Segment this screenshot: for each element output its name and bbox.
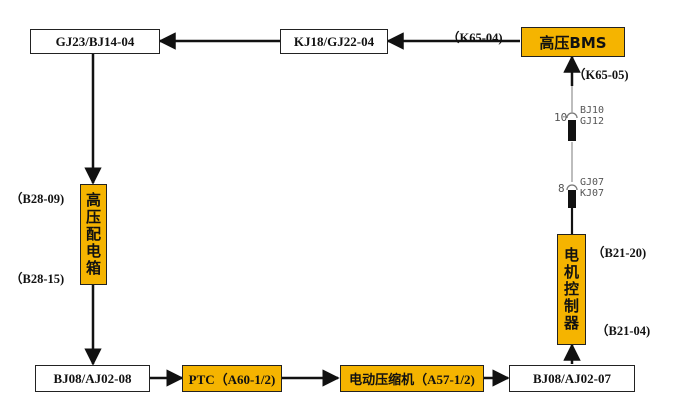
label-b28-15: （B28-15) bbox=[10, 272, 65, 286]
label-k65-04: （K65-04) bbox=[447, 31, 503, 45]
connector-lower-body bbox=[568, 190, 576, 208]
node-electric-compressor: 电动压缩机（A57-1/2) bbox=[340, 365, 484, 392]
connector-lower-top-label: GJ07 bbox=[580, 177, 605, 188]
connector-lower-bottom-label: KJ07 bbox=[580, 188, 605, 199]
node-motor-controller: 电机控制器 bbox=[557, 234, 586, 345]
connector-upper-bottom-label: GJ12 bbox=[580, 116, 605, 127]
node-hv-distribution-box: 高压配电箱 bbox=[80, 184, 107, 285]
connector-lower-pin: 8 bbox=[558, 182, 565, 195]
node-hv-bms: 高压BMS bbox=[521, 27, 625, 57]
node-ptc: PTC（A60-1/2) bbox=[182, 365, 282, 392]
node-bj08-aj02-08: BJ08/AJ02-08 bbox=[35, 365, 150, 392]
label-b28-09: （B28-09) bbox=[10, 192, 65, 206]
connector-upper-arc bbox=[566, 112, 578, 119]
connector-lower-arc bbox=[566, 184, 578, 191]
connector-upper-body bbox=[568, 120, 576, 141]
label-k65-05: （K65-05) bbox=[573, 68, 629, 82]
label-b21-20: （B21-20) bbox=[592, 246, 647, 260]
node-gj23-bj14: GJ23/BJ14-04 bbox=[30, 29, 160, 54]
connector-upper-top-label: BJ10 bbox=[580, 105, 605, 116]
node-bj08-aj02-07: BJ08/AJ02-07 bbox=[509, 365, 635, 392]
label-b21-04: （B21-04) bbox=[596, 324, 651, 338]
node-kj18-gj22: KJ18/GJ22-04 bbox=[280, 29, 388, 54]
connector-upper-pin: 10 bbox=[554, 111, 568, 124]
